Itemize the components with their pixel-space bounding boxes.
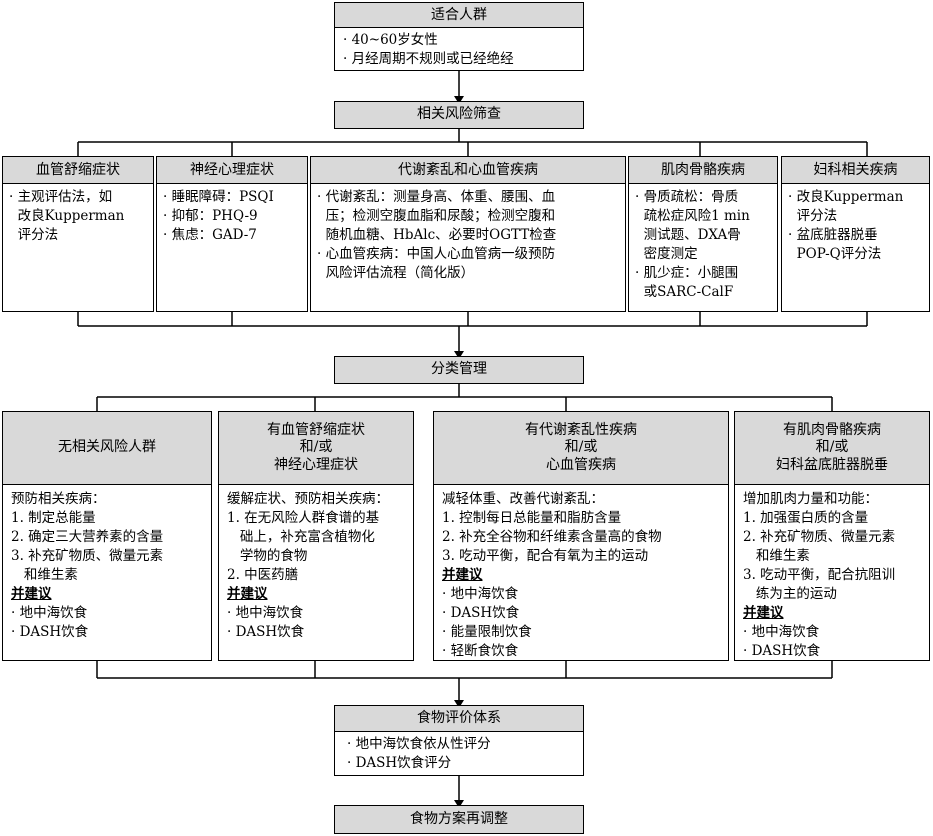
group-line: 和维生素 [743, 548, 810, 564]
group-title: 无相关风险人群 [3, 412, 211, 485]
category-line: 风险评估流程（简化版） [317, 265, 475, 281]
food-plan-readjust-box: 食物方案再调整 [334, 805, 584, 834]
group-title: 有肌肉骨骼疾病 和/或 妇科盆底脏器脱垂 [735, 412, 929, 485]
group-musculoskeletal-pelvic-box: 有肌肉骨骼疾病 和/或 妇科盆底脏器脱垂 增加肌肉力量和功能： 1. 加强蛋白质… [734, 411, 930, 661]
group-title: 有代谢紊乱性疾病 和/或 心血管疾病 [434, 412, 728, 485]
group-line: 2. 补充全谷物和纤维素含量高的食物 [442, 529, 662, 545]
category-line: 随机血糖、HbAlc、必要时OGTT检查 [317, 227, 557, 243]
category-line: · 骨质疏松：骨质 [635, 189, 739, 205]
category-line: 密度测定 [635, 246, 698, 262]
group-title-line: 有肌肉骨骼疾病 [783, 421, 881, 438]
group-title-line: 和/或 [815, 439, 849, 456]
classified-management-box: 分类管理 [334, 356, 584, 384]
group-line: 缓解症状、预防相关疾病： [227, 491, 389, 507]
group-title-line: 和/或 [564, 439, 598, 456]
category-line: 评分法 [9, 227, 59, 243]
group-line: · DASH饮食 [227, 624, 305, 640]
group-no-risk-box: 无相关风险人群 预防相关疾病： 1. 制定总能量 2. 确定三大营养素的含量 3… [2, 411, 212, 661]
category-line: · 焦虑：GAD-7 [163, 227, 257, 243]
group-line: 预防相关疾病： [11, 491, 106, 507]
category-gynecologic-box: 妇科相关疾病 · 改良Kupperman 评分法 · 盆底脏器脱垂 POP-Q评… [781, 156, 930, 312]
category-line: · 抑郁：PHQ-9 [163, 208, 258, 224]
group-recommend-label: 并建议 [227, 586, 268, 602]
group-line: 和维生素 [11, 567, 78, 583]
category-line: 改良Kupperman [9, 208, 125, 224]
group-line: · 能量限制饮食 [442, 624, 532, 640]
risk-screening-box: 相关风险筛查 [334, 101, 584, 129]
category-line: · 睡眠障碍：PSQI [163, 189, 274, 205]
group-title-line: 和/或 [299, 439, 333, 456]
suitable-population-title: 适合人群 [335, 3, 583, 28]
group-recommend-label: 并建议 [743, 605, 784, 621]
category-line: 压；检测空腹血脂和尿酸；检测空腹和 [317, 208, 556, 224]
category-line: 或SARC-CalF [635, 284, 734, 300]
category-title: 肌肉骨骼疾病 [629, 157, 777, 184]
category-line: · 心血管疾病：中国人心血管病一级预防 [317, 246, 556, 262]
suitable-item: · 40~60岁女性 [343, 32, 438, 48]
group-line: · 地中海饮食 [743, 624, 820, 640]
category-line: POP-Q评分法 [788, 246, 882, 262]
group-line: · 地中海饮食 [11, 605, 88, 621]
evaluation-item: · DASH饮食评分 [347, 755, 452, 771]
category-title: 血管舒缩症状 [3, 157, 153, 184]
category-line: · 主观评估法，如 [9, 189, 113, 205]
category-metabolic-box: 代谢紊乱和心血管疾病 · 代谢紊乱：测量身高、体重、腰围、血 压；检测空腹血脂和… [310, 156, 626, 312]
group-title-line: 有血管舒缩症状 [267, 421, 365, 438]
classified-management-title: 分类管理 [431, 361, 487, 378]
category-musculoskeletal-box: 肌肉骨骼疾病 · 骨质疏松：骨质 疏松症风险1 min 测试题、DXA骨 密度测… [628, 156, 778, 312]
group-line: 2. 确定三大营养素的含量 [11, 529, 164, 545]
group-title-line: 有代谢紊乱性疾病 [525, 421, 637, 438]
group-line: 2. 补充矿物质、微量元素 [743, 529, 896, 545]
group-line: 1. 控制每日总能量和脂肪含量 [442, 510, 622, 526]
food-evaluation-title: 食物评价体系 [335, 706, 583, 732]
group-line: 1. 在无风险人群食谱的基 [227, 510, 380, 526]
category-line: 评分法 [788, 208, 838, 224]
group-line: 础上，补充富含植物化 [227, 529, 375, 545]
category-title: 神经心理症状 [157, 157, 307, 184]
category-line: · 代谢紊乱：测量身高、体重、腰围、血 [317, 189, 556, 205]
group-metabolic-cardio-box: 有代谢紊乱性疾病 和/或 心血管疾病 减轻体重、改善代谢紊乱： 1. 控制每日总… [433, 411, 729, 661]
category-line: · 盆底脏器脱垂 [788, 227, 878, 243]
group-line: · 地中海饮食 [227, 605, 304, 621]
group-recommend-label: 并建议 [442, 567, 483, 583]
suitable-population-box: 适合人群 · 40~60岁女性 · 月经周期不规则或已经绝经 [334, 2, 584, 71]
category-neuropsych-box: 神经心理症状 · 睡眠障碍：PSQI · 抑郁：PHQ-9 · 焦虑：GAD-7 [156, 156, 308, 312]
group-line: · 轻断食饮食 [442, 643, 519, 659]
group-line: · DASH饮食 [11, 624, 89, 640]
group-line: · 地中海饮食 [442, 586, 519, 602]
category-vasomotor-box: 血管舒缩症状 · 主观评估法，如 改良Kupperman 评分法 [2, 156, 154, 312]
group-title-line: 无相关风险人群 [58, 439, 156, 456]
risk-screening-title: 相关风险筛查 [417, 106, 501, 123]
group-line: 增加肌肉力量和功能： [743, 491, 878, 507]
group-recommend-label: 并建议 [11, 586, 52, 602]
evaluation-item: · 地中海饮食依从性评分 [347, 736, 491, 752]
category-line: · 肌少症：小腿围 [635, 265, 739, 281]
group-line: 2. 中医药膳 [227, 567, 299, 583]
food-plan-readjust-title: 食物方案再调整 [410, 810, 508, 827]
group-title-line: 妇科盆底脏器脱垂 [776, 456, 888, 473]
group-line: 3. 吃动平衡，配合抗阻训 [743, 567, 896, 583]
category-title: 妇科相关疾病 [782, 157, 929, 184]
suitable-item: · 月经周期不规则或已经绝经 [343, 51, 514, 67]
group-line: 减轻体重、改善代谢紊乱： [442, 491, 604, 507]
category-line: 疏松症风险1 min [635, 208, 750, 224]
group-title: 有血管舒缩症状 和/或 神经心理症状 [219, 412, 413, 485]
group-line: 学物的食物 [227, 548, 308, 564]
group-line: · DASH饮食 [743, 643, 821, 659]
food-evaluation-box: 食物评价体系 · 地中海饮食依从性评分 · DASH饮食评分 [334, 705, 584, 776]
group-line: 3. 吃动平衡，配合有氧为主的运动 [442, 548, 649, 564]
category-line: 测试题、DXA骨 [635, 227, 741, 243]
group-vasomotor-neuro-box: 有血管舒缩症状 和/或 神经心理症状 缓解症状、预防相关疾病： 1. 在无风险人… [218, 411, 414, 661]
group-title-line: 神经心理症状 [274, 456, 358, 473]
group-line: · DASH饮食 [442, 605, 520, 621]
group-line: 3. 补充矿物质、微量元素 [11, 548, 164, 564]
category-line: · 改良Kupperman [788, 189, 904, 205]
group-line: 练为主的运动 [743, 586, 837, 602]
group-line: 1. 制定总能量 [11, 510, 96, 526]
group-title-line: 心血管疾病 [546, 456, 616, 473]
category-title: 代谢紊乱和心血管疾病 [311, 157, 625, 184]
group-line: 1. 加强蛋白质的含量 [743, 510, 869, 526]
